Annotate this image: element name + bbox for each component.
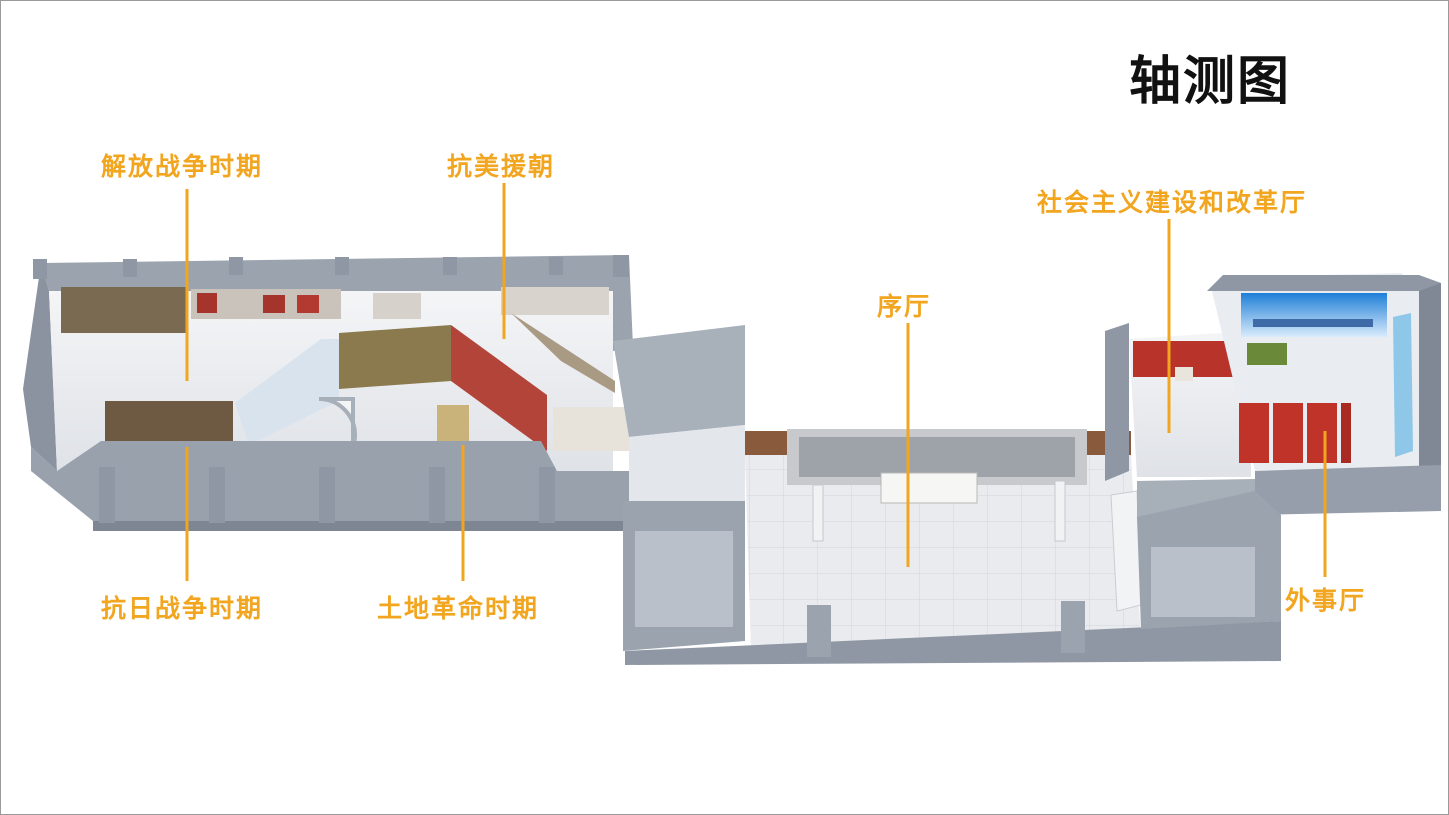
label-preface-hall: 序厅 (877, 292, 932, 321)
socialist-screen (1175, 367, 1193, 381)
preface-hall (625, 429, 1281, 665)
foreign-hall-side-mural (1393, 313, 1413, 457)
label-korean-war: 抗美援朝 (447, 152, 556, 181)
connector-roof (613, 325, 745, 437)
panel-wall-korea (501, 287, 609, 315)
pier-preface-1 (807, 605, 831, 657)
socialist-hall-left-wall (1105, 323, 1129, 481)
red-flag-panels (1239, 403, 1351, 463)
left-wing-back-wall (41, 255, 633, 351)
label-anti-japanese-war: 抗日战争时期 (101, 594, 264, 623)
foreign-hall-back-wall (1207, 275, 1441, 301)
diagonal-mural-wall (235, 339, 339, 445)
preface-hall-front-wall (625, 621, 1281, 665)
relief-sculpture (799, 437, 1075, 477)
panel-red-2 (263, 295, 285, 313)
stair-well-left-inner (635, 531, 733, 627)
stele-display (437, 405, 469, 445)
stair-well-right-inner (1151, 547, 1255, 617)
panel-red-1 (197, 293, 217, 313)
leader-lines (185, 183, 1327, 581)
foreign-hall-right-wall (1419, 283, 1441, 481)
connector-block (613, 325, 745, 651)
pillar-right (1054, 480, 1066, 542)
panel-red-3 (297, 295, 319, 313)
right-wing (1105, 273, 1441, 629)
red-panel-wall (451, 325, 547, 451)
connector-floor (629, 425, 745, 501)
foreign-hall-front-wall (1255, 465, 1441, 515)
page-title: 轴测图 (1129, 52, 1292, 112)
jeep-model (1247, 343, 1287, 365)
pier-preface-2 (1061, 601, 1085, 653)
diorama-liberation (61, 287, 187, 333)
label-land-revolution: 土地革命时期 (377, 594, 540, 623)
korea-diorama (511, 313, 615, 393)
anti-japanese-display (105, 401, 233, 445)
panel-wall-2 (373, 293, 421, 319)
label-socialist-hall: 社会主义建设和改革厅 (1037, 188, 1308, 217)
foreign-hall-bridge (1253, 319, 1373, 327)
foreign-hall-sky-backdrop (1241, 293, 1387, 337)
label-foreign-affairs-hall: 外事厅 (1285, 586, 1367, 615)
left-wing-left-wall (23, 263, 57, 471)
land-revolution-mural (339, 325, 451, 389)
left-wing (23, 255, 633, 531)
label-liberation-war: 解放战争时期 (101, 152, 264, 181)
left-wing-front-wall-base (93, 521, 629, 531)
preface-hall-floor (745, 455, 1141, 651)
left-wing-piers (33, 255, 629, 523)
preface-plaque (880, 472, 978, 504)
pillar-left (812, 484, 824, 542)
document-cases (553, 407, 629, 451)
